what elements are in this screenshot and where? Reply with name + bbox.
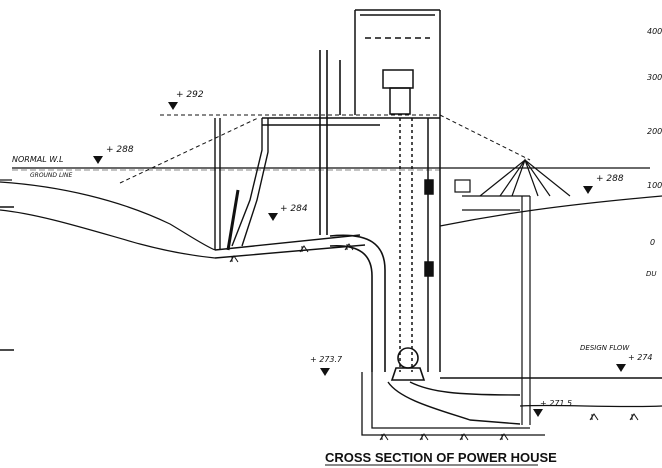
level-markers xyxy=(93,102,626,417)
normal-wl-label: NORMAL W.L xyxy=(12,155,63,164)
axis-tick-label: 100 xyxy=(647,181,662,190)
axis-tick-label: 300 xyxy=(647,73,662,82)
upstream-embankment xyxy=(119,114,440,184)
drawing-title: CROSS SECTION OF POWER HOUSE xyxy=(325,450,557,465)
tailrace-floor-marker xyxy=(533,409,543,417)
normal-water-line xyxy=(12,167,650,171)
normal-wl-elevation: + 288 xyxy=(106,145,134,155)
cropped-chart-label: DU xyxy=(646,270,657,278)
turbine-elevation: + 273.7 xyxy=(310,355,343,364)
axis-tick-label: 400 xyxy=(647,27,662,36)
downstream-embankment xyxy=(439,114,531,161)
ground-line-label: GROUND LINE xyxy=(30,172,73,179)
intake-structure xyxy=(214,118,366,259)
normal-wl-marker xyxy=(93,156,103,164)
crest-elevation: + 292 xyxy=(176,90,204,100)
tailrace-floor-elevation: + 271.5 xyxy=(540,399,572,408)
foundation xyxy=(361,372,545,436)
turbine xyxy=(390,347,426,381)
axis-tick-label: 200 xyxy=(647,127,662,136)
deck-slab xyxy=(262,117,440,126)
tailrace-outlet xyxy=(454,158,571,425)
ground-hatches xyxy=(229,243,639,441)
cropped-chart-axis: 400 300 200 100 0 xyxy=(647,27,662,247)
penstock xyxy=(329,234,386,372)
crest-marker xyxy=(168,102,178,110)
tailrace-wl-marker xyxy=(583,186,593,194)
design-flow-marker xyxy=(616,364,626,372)
gate-hoist-posts xyxy=(319,50,341,235)
design-flow-elevation: + 274 xyxy=(628,353,653,362)
draft-tube xyxy=(387,377,662,425)
intake-elevation: + 284 xyxy=(280,204,308,214)
tailrace-wl-elevation: + 288 xyxy=(596,174,624,184)
design-flow-label: DESIGN FLOW xyxy=(580,344,630,352)
intake-marker xyxy=(268,213,278,221)
axis-tick-label: 0 xyxy=(650,238,655,247)
power-house-building xyxy=(354,9,441,372)
terrain xyxy=(0,179,662,408)
turbine-marker xyxy=(320,368,330,376)
